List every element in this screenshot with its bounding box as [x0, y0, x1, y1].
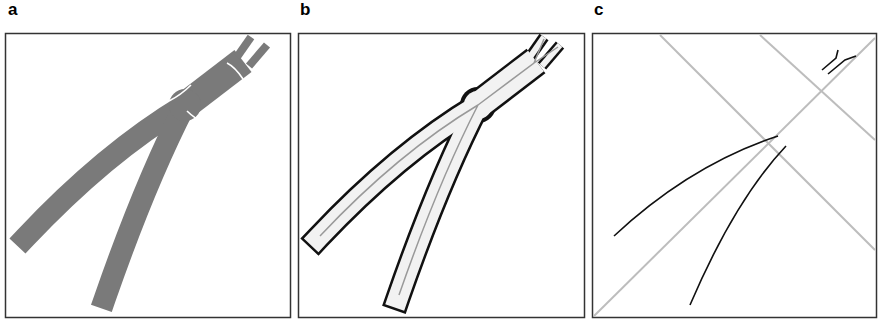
panel-a [6, 34, 291, 318]
panel-c [593, 34, 877, 318]
panel-letter: b [300, 1, 310, 19]
panel-letter: a [8, 1, 17, 19]
panel-b [299, 34, 585, 318]
panel-letter: c [594, 1, 603, 19]
